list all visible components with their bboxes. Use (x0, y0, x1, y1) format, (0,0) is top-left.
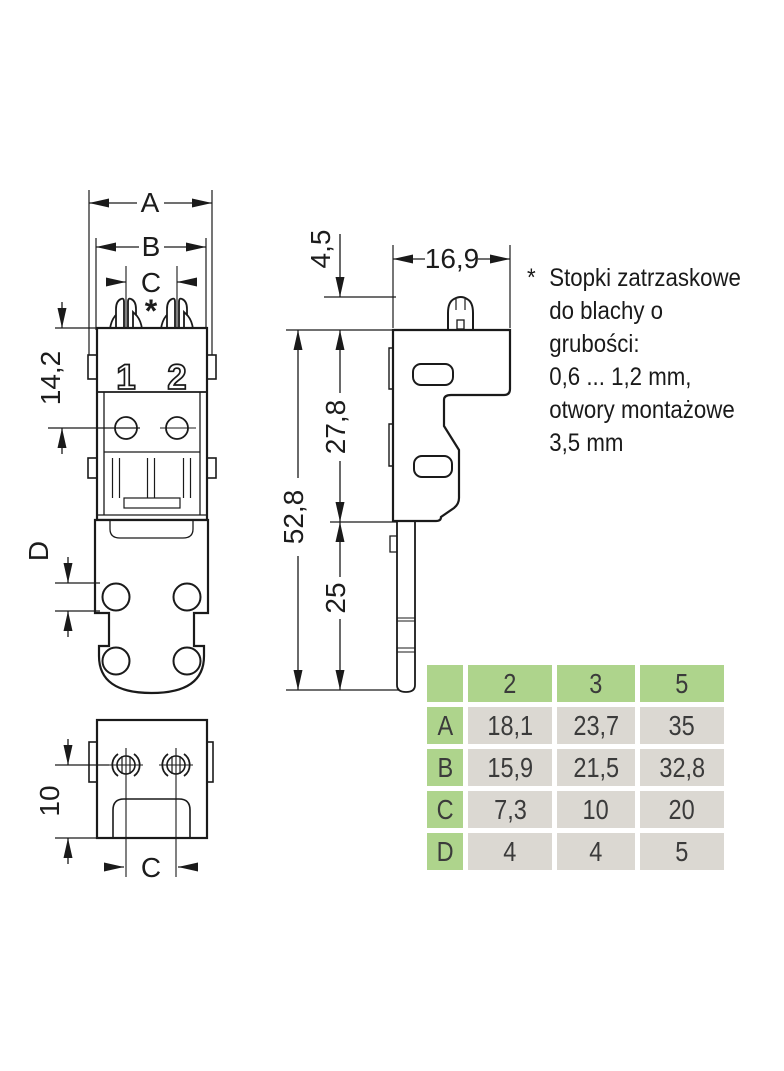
dim-d: D (23, 541, 100, 637)
dim-14-2: 14,2 (35, 302, 140, 454)
dim-27-8-label: 27,8 (320, 400, 351, 455)
footnote-asterisk: * (145, 293, 158, 329)
side-snap-foot (447, 296, 474, 331)
table-row-header-b: B (427, 749, 463, 786)
dim-10: 10 (34, 739, 109, 864)
dim-25: 25 (320, 522, 351, 690)
bottom-body (95, 718, 209, 840)
table-row-header-c: C (427, 791, 463, 828)
front-view: A B C * (23, 187, 217, 695)
dim-16-9-label: 16,9 (425, 243, 480, 274)
footnote-line: otwory montażowe (549, 396, 735, 424)
pole-label-2: 2 (167, 358, 186, 397)
table-value: 20 (640, 791, 724, 828)
table-col-header-2: 2 (468, 665, 552, 702)
dim-27-8: 27,8 (320, 330, 351, 522)
dim-c-label: C (141, 267, 161, 298)
table-corner-cell (427, 665, 463, 702)
dim-10-label: 10 (34, 785, 65, 816)
table-col-header-3: 3 (557, 665, 635, 702)
footnote-line: grubości: (549, 330, 640, 358)
dimension-table: 2 3 5 A 18,1 23,7 35 B 15,9 21,5 32,8 C … (427, 665, 724, 870)
table-value: 35 (640, 707, 724, 744)
table-row-header-a: A (427, 707, 463, 744)
table-value: 10 (557, 791, 635, 828)
footnote-line: do blachy o (549, 297, 664, 325)
table-value: 21,5 (557, 749, 635, 786)
footnote-marker: * (527, 264, 536, 292)
table-value: 4 (468, 833, 552, 870)
footnote-line: Stopki zatrzaskowe (549, 264, 741, 292)
footnote-line: 0,6 ... 1,2 mm, (549, 363, 692, 391)
side-mounting-plate (389, 520, 416, 693)
footnote: * Stopki zatrzaskowe do blachy o grubośc… (527, 262, 767, 460)
dim-a-label: A (141, 187, 160, 218)
footnote-line: 3,5 mm (549, 429, 624, 457)
bottom-snap-feet (109, 748, 193, 877)
front-mounting-plate (93, 518, 210, 695)
table-col-header-5: 5 (640, 665, 724, 702)
dim-a: A (88, 187, 213, 358)
dim-25-label: 25 (320, 582, 351, 613)
dim-52-8-label: 52,8 (278, 490, 309, 545)
table-value: 32,8 (640, 749, 724, 786)
table-value: 4 (557, 833, 635, 870)
pole-label-1: 1 (116, 358, 135, 397)
table-value: 5 (640, 833, 724, 870)
dim-c-bottom-label: C (141, 852, 161, 883)
bottom-view: 10 C (34, 718, 214, 883)
dim-b: B (95, 231, 207, 330)
table-value: 23,7 (557, 707, 635, 744)
dim-4-5: 4,5 (305, 230, 396, 298)
table-value: 18,1 (468, 707, 552, 744)
table-row-header-d: D (427, 833, 463, 870)
side-view: 4,5 16,9 (278, 230, 512, 693)
dim-b-label: B (142, 231, 161, 262)
front-snap-feet (108, 297, 195, 330)
dim-d-label: D (23, 541, 54, 561)
table-value: 7,3 (468, 791, 552, 828)
table-value: 15,9 (468, 749, 552, 786)
dim-c-bottom: C (104, 852, 198, 883)
dim-16-9: 16,9 (392, 243, 511, 328)
dim-4-5-label: 4,5 (305, 230, 336, 269)
front-housing (87, 326, 217, 522)
dim-52-8: 52,8 (278, 330, 309, 690)
dim-14-2-label: 14,2 (35, 351, 66, 406)
side-housing (388, 328, 512, 523)
